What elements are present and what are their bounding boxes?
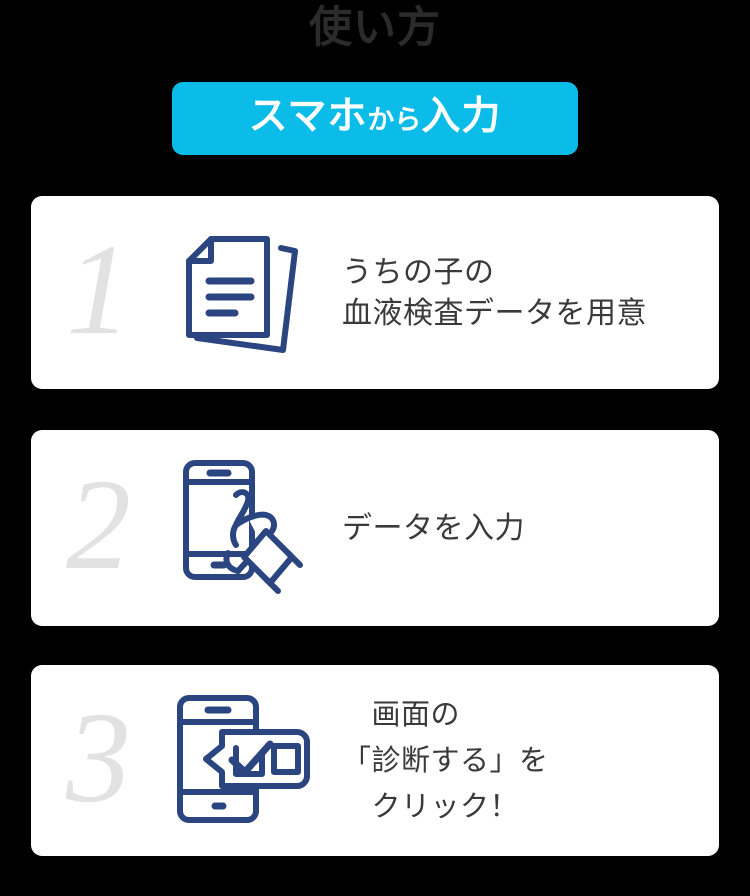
badge-label: スマホ から 入力	[249, 97, 502, 140]
step-card-2: 2	[31, 430, 719, 626]
document-stack-icon	[166, 218, 316, 368]
page-title: 使い方	[309, 4, 441, 52]
step-card-3: 3 画面の 「診断する」を ク	[31, 665, 719, 856]
step-text-3: 画面の 「診断する」を クリック！	[342, 698, 549, 823]
step-text-1: うちの子の 血液検査データを用意	[342, 255, 647, 330]
badge-label-part-small: から	[367, 105, 422, 135]
status-badge: スマホ から 入力	[172, 82, 578, 155]
step-number-2: 2	[66, 453, 131, 597]
step-number-1: 1	[66, 217, 131, 362]
step-number-3: 3	[66, 685, 131, 830]
badge-label-part-1: スマホ	[248, 95, 368, 138]
badge-label-part-2: 入力	[421, 95, 502, 138]
hand-tapping-phone-icon	[166, 453, 316, 603]
step-card-1: 1 うちの子の 血液検査データを用意	[31, 196, 719, 609]
phone-checkbox-bubble-icon	[166, 686, 316, 836]
step-text-2: データを入力	[342, 511, 525, 545]
